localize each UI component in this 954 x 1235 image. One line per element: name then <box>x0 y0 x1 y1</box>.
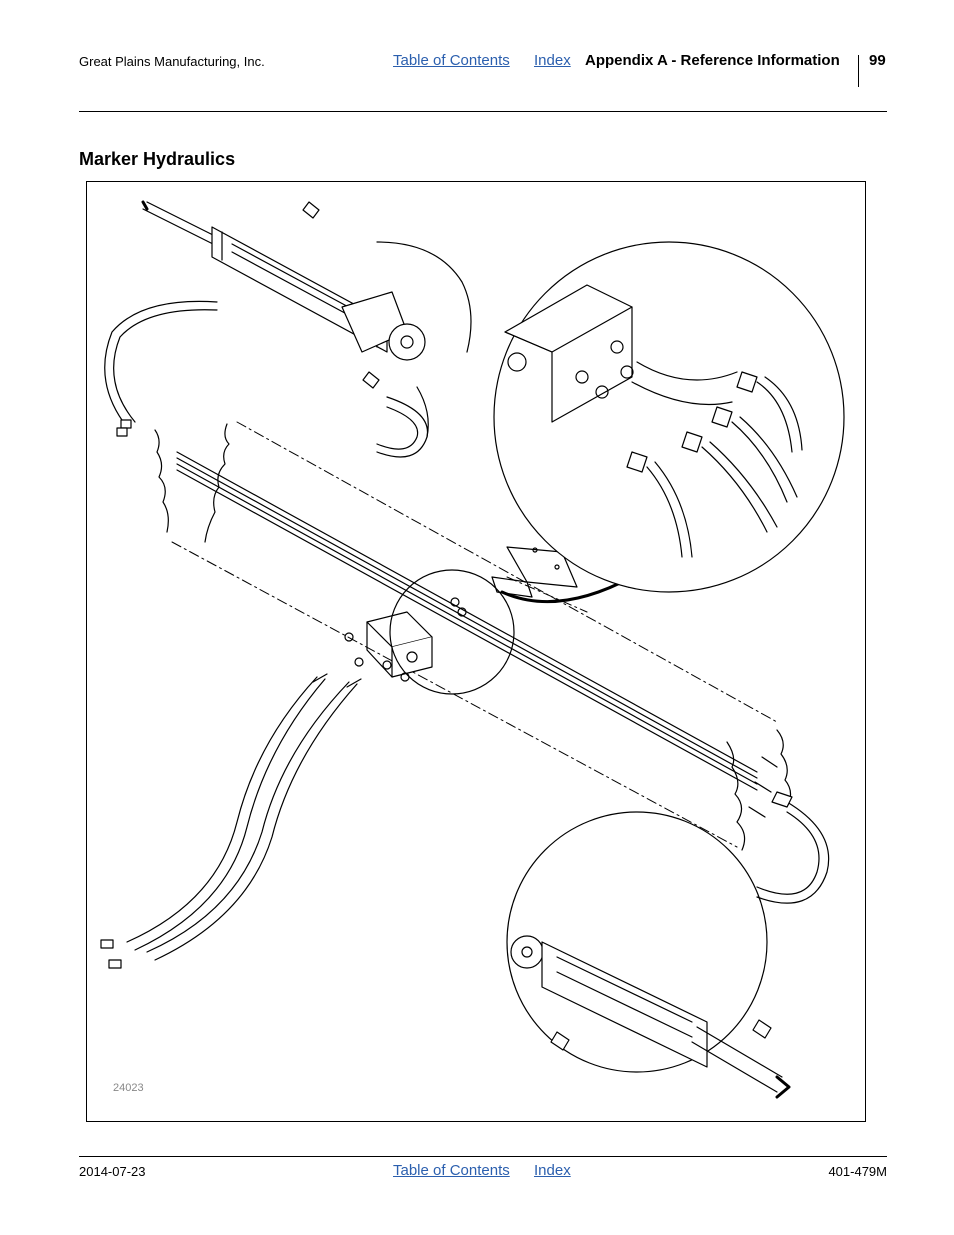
detail-zoom-circle <box>389 569 515 695</box>
frame-break-left <box>154 423 230 543</box>
chapter-title: Appendix A - Reference Information <box>585 52 840 69</box>
top-hose-loop <box>104 241 472 458</box>
page-number: 99 <box>869 52 886 69</box>
figure-frame: 24023 <box>86 181 866 1122</box>
company-name: Great Plains Manufacturing, Inc. <box>79 54 265 69</box>
bottom-hose-loop <box>506 791 830 1073</box>
main-hose-pair <box>176 451 758 791</box>
section-title: Marker Hydraulics <box>79 149 236 169</box>
frame-break-right <box>726 729 792 851</box>
mounting-bracket <box>491 546 578 598</box>
header-toc-link[interactable]: Table of Contents <box>393 52 510 69</box>
callout-arrow <box>500 575 634 604</box>
marker-hydraulics-diagram <box>100 200 845 1099</box>
header-index-link[interactable]: Index <box>534 52 571 69</box>
top-hydraulic-cylinder <box>141 200 426 389</box>
tractor-hose-pair <box>100 673 362 969</box>
footer-toc-link[interactable]: Table of Contents <box>393 1162 510 1179</box>
doc-number: 401-479M <box>828 1164 887 1179</box>
header-rule <box>79 111 887 112</box>
bottom-hydraulic-cylinder <box>510 935 791 1099</box>
detail-view <box>493 241 845 593</box>
header-divider <box>858 55 859 87</box>
footer-date: 2014-07-23 <box>79 1164 146 1179</box>
footer-rule <box>79 1156 887 1157</box>
valve-block <box>344 597 467 682</box>
figure-id: 24023 <box>113 1082 144 1094</box>
footer-index-link[interactable]: Index <box>534 1162 571 1179</box>
